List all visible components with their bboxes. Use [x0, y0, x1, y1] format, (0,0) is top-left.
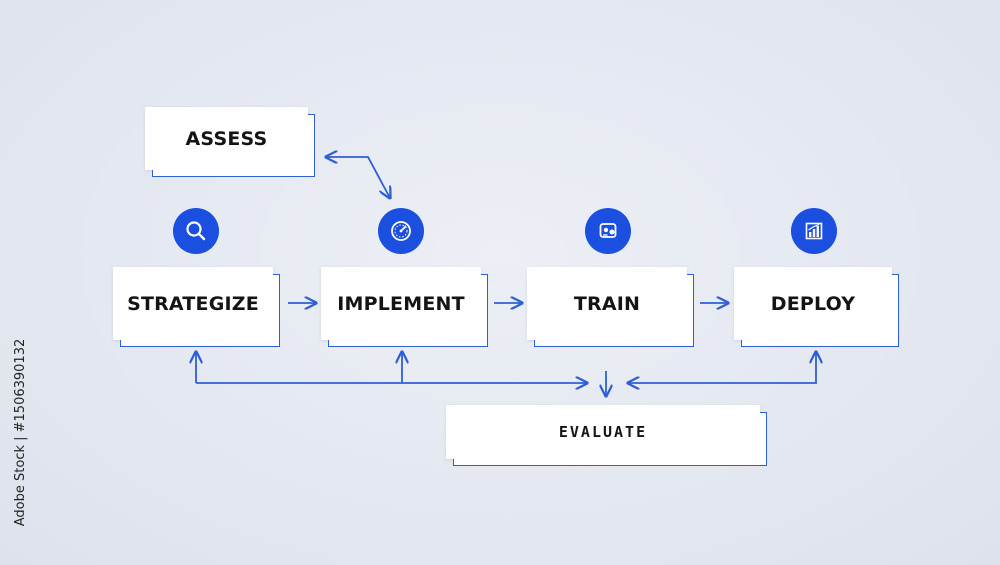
node-label: TRAIN — [573, 292, 641, 315]
node-label: IMPLEMENT — [337, 292, 465, 315]
edge-assess-implement — [326, 157, 390, 198]
node-label: DEPLOY — [770, 292, 856, 315]
node-assess: ASSESS — [145, 107, 308, 170]
node-deploy: DEPLOY — [734, 267, 892, 340]
node-strategize: STRATEGIZE — [113, 267, 273, 340]
node-label: STRATEGIZE — [127, 292, 259, 315]
stock-id-text: Adobe Stock | #1506390132 — [13, 338, 29, 527]
node-train: TRAIN — [527, 267, 687, 340]
node-label: EVALUATE — [558, 423, 648, 441]
stock-caption: Adobe Stock | #1506390132 — [6, 320, 36, 540]
bar-chart-icon — [791, 208, 837, 254]
magnifier-icon — [173, 208, 219, 254]
node-evaluate: EVALUATE — [446, 405, 760, 459]
node-label: ASSESS — [185, 127, 268, 150]
gauge-icon — [378, 208, 424, 254]
node-implement: IMPLEMENT — [321, 267, 481, 340]
training-badge-icon — [585, 208, 631, 254]
edge-deploy-evaluate — [628, 352, 816, 383]
